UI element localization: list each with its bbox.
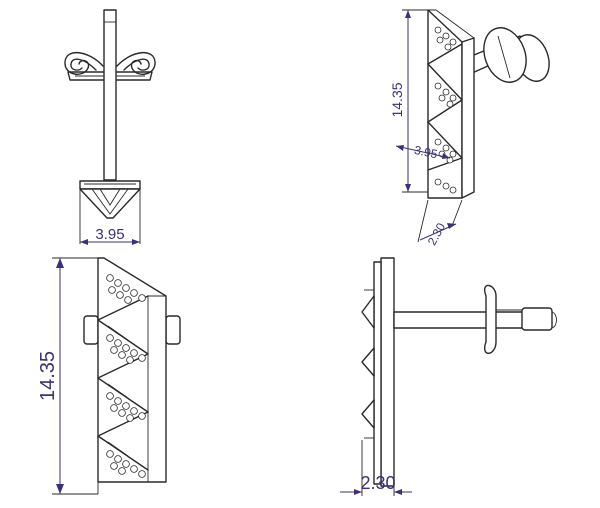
view-front-with-butterfly: 3.95 <box>64 9 156 245</box>
view-isometric: 14.35 3.95 2.30 <box>389 9 550 248</box>
view-side: 2.30 <box>340 257 557 496</box>
dim-length-iso: 14.35 <box>389 82 405 117</box>
dim-width-front: 3.95 <box>95 226 124 243</box>
iso-gems <box>434 26 457 194</box>
dim-length-front: 14.35 <box>37 351 59 401</box>
view-front: 14.35 <box>37 257 181 495</box>
dim-depth-iso: 2.30 <box>425 220 448 247</box>
dim-depth-side: 2.30 <box>360 473 395 493</box>
dim-width-iso: 3.95 <box>413 143 439 162</box>
front-gems <box>106 274 146 478</box>
